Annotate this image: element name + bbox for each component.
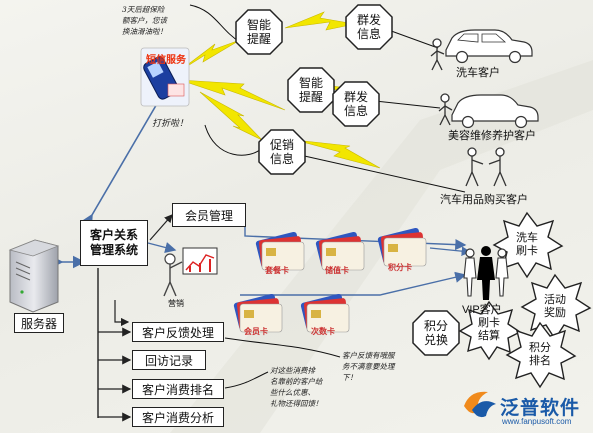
person-icon <box>430 38 445 71</box>
stored-value-card-label: 储值卡 <box>325 266 349 275</box>
marketing-arrow <box>147 242 177 253</box>
brand-name: 泛普软件 <box>500 398 581 419</box>
lightning-bolt <box>294 139 381 169</box>
mass-message-1: 群发 信息 <box>356 13 381 41</box>
octagon-shape <box>287 67 335 113</box>
star-shape <box>458 300 522 361</box>
note-curve <box>224 337 341 358</box>
sms-link-arrow <box>80 88 166 228</box>
lightning-bolt <box>284 11 356 31</box>
brand-logo-icon <box>464 391 496 418</box>
consumption-analysis-box: 客户消费分析 <box>132 407 224 427</box>
octagon-shape <box>332 81 380 127</box>
brand-url: www.fanpusoft.com <box>502 417 572 426</box>
phone-icon <box>140 47 190 107</box>
member-management-box: 会员管理 <box>172 203 246 227</box>
gift-note: 对这些消费排 名靠前的客户给 些什么优惠、 礼物还得回馈！ <box>270 366 323 408</box>
card-vip-arrow <box>429 246 472 256</box>
points-card-label: 积分卡 <box>388 263 412 272</box>
octagon-shape <box>412 310 460 356</box>
crm-system-box: 客户关系 管理系统 <box>80 220 148 266</box>
octagon-shape <box>258 129 306 175</box>
parts-buy-customer-label: 汽车用品购买客户 <box>440 194 528 206</box>
car-icon <box>451 94 539 129</box>
promo-info: 促销 信息 <box>269 138 294 166</box>
card-stack-icon <box>315 231 365 271</box>
mass-message-2: 群发 信息 <box>343 90 368 118</box>
revisit-record-box: 回访记录 <box>132 350 206 370</box>
card-stack-icon <box>377 227 427 267</box>
connector-line <box>374 100 441 109</box>
server-label-box: 服务器 <box>14 313 64 333</box>
discount-note: 打折啦！ <box>152 119 189 129</box>
vip-person-icon <box>463 246 509 300</box>
package-card-label: 套餐卡 <box>265 266 289 275</box>
tree-line <box>149 214 173 241</box>
sms-service-label: 短信服务 <box>146 55 186 66</box>
beauty-repair-customer-label: 美容维修养护客户 <box>448 130 536 142</box>
card-stack-icon <box>300 293 350 333</box>
person-icon <box>465 147 507 187</box>
server-icon <box>8 239 60 313</box>
vip-customer-label: VIP客户 <box>462 304 502 316</box>
count-card-label: 次数卡 <box>311 327 335 336</box>
card-stack-icon <box>233 293 283 333</box>
octagon-shape <box>235 9 283 55</box>
points-ranking: 积分 排名 <box>529 342 551 367</box>
card-stack-icon <box>255 231 305 271</box>
lightning-bolt <box>179 79 286 111</box>
star-shape <box>492 211 564 279</box>
octagon-shape <box>345 4 393 50</box>
car-icon <box>445 29 533 64</box>
tree-branch <box>114 300 130 327</box>
activity-reward: 活动 奖励 <box>544 294 566 319</box>
marketing-presenter-icon <box>163 247 218 297</box>
feedback-note: 客户反馈有哦服 务不满意要处理 下！ <box>342 351 395 382</box>
note-curve <box>224 371 269 389</box>
lightning-bolt <box>199 91 263 141</box>
maintenance-note: 3天后超保险 额客户，您该 换油滑油啦！ <box>122 5 167 36</box>
swipe-settlement: 刷卡 结算 <box>478 317 500 342</box>
connector-line <box>299 154 466 193</box>
cards-to-vip-arrow <box>240 271 467 296</box>
car-wash-customer-label: 洗车客户 <box>456 67 500 79</box>
member-card-label: 会员卡 <box>244 327 268 336</box>
note-curve <box>204 124 263 156</box>
note-curve <box>189 4 241 43</box>
points-exchange: 积分 兑换 <box>423 319 448 347</box>
smart-remind-1: 智能 提醒 <box>246 18 271 46</box>
person-icon <box>438 93 453 126</box>
smart-remind-2: 智能 提醒 <box>298 76 323 104</box>
feedback-processing-box: 客户反馈处理 <box>132 322 224 342</box>
marketing-label: 营销 <box>168 299 184 308</box>
consumption-ranking-box: 客户消费排名 <box>132 379 224 399</box>
wash-swipe-card: 洗车 刷卡 <box>516 232 538 257</box>
star-shape <box>505 321 577 389</box>
